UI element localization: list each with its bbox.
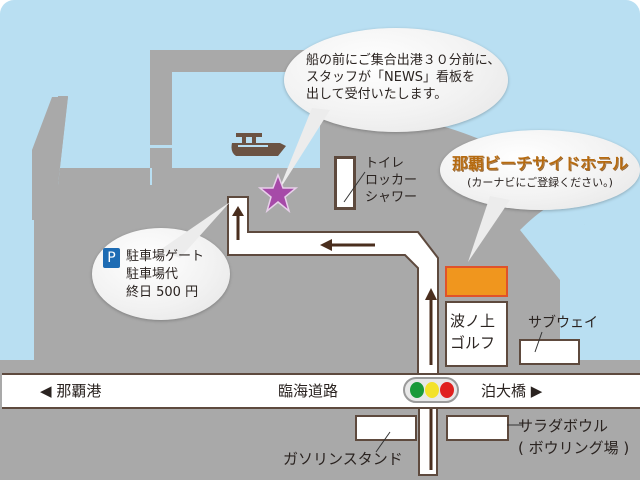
bowling-label: サラダボウル ( ボウリング場 ) [518,417,630,457]
boat-icon [231,133,286,156]
bowling-leader-line [507,424,523,426]
meeting-point-star-icon [258,173,298,213]
parking-bubble-tail [160,202,230,258]
hotel-name: 那覇ビーチサイドホテル [451,154,628,173]
parking-info: 駐車場ゲート 駐車場代 終日 500 円 [126,249,205,300]
left-arrow-icon: ◀ [40,382,52,400]
subway-building [519,339,580,365]
golf-label: 波ノ上 ゴルフ [450,312,496,352]
hotel-subtitle: (カーナビにご登録ください。) [467,176,613,189]
signal-green [410,382,424,398]
hotel-bubble [440,130,640,210]
meeting-info-text: 船の前にご集合出港３０分前に、 スタッフが「NEWS」看板を 出して受付いたしま… [306,53,501,102]
right-arrow-icon: ▶ [530,382,543,400]
right-destination: 泊大橋 ▶ [481,382,543,400]
traffic-signal-icon [403,377,459,403]
left-destination: ◀ 那覇港 [40,382,102,400]
gas-station-building [355,415,417,441]
hotel-bubble-tail [468,196,510,262]
subway-leader-line [534,331,543,353]
bowling-building [446,415,509,441]
parking-badge: P [103,248,120,268]
meeting-bubble-tail [278,108,330,192]
gas-station-label: ガソリンスタンド [283,450,403,468]
hotel-building [445,266,508,297]
main-road [2,373,640,409]
subway-label: サブウェイ [528,315,598,331]
parking-bubble [92,228,230,320]
golf-building [445,301,508,367]
signal-yellow [425,382,439,398]
road-name: 臨海道路 [278,382,339,400]
facility-leader-line [343,171,366,203]
facility-building [334,156,356,210]
facility-label: トイレ ロッカー シャワー [365,156,418,205]
gas-leader-line [375,431,391,453]
signal-red [440,382,454,398]
